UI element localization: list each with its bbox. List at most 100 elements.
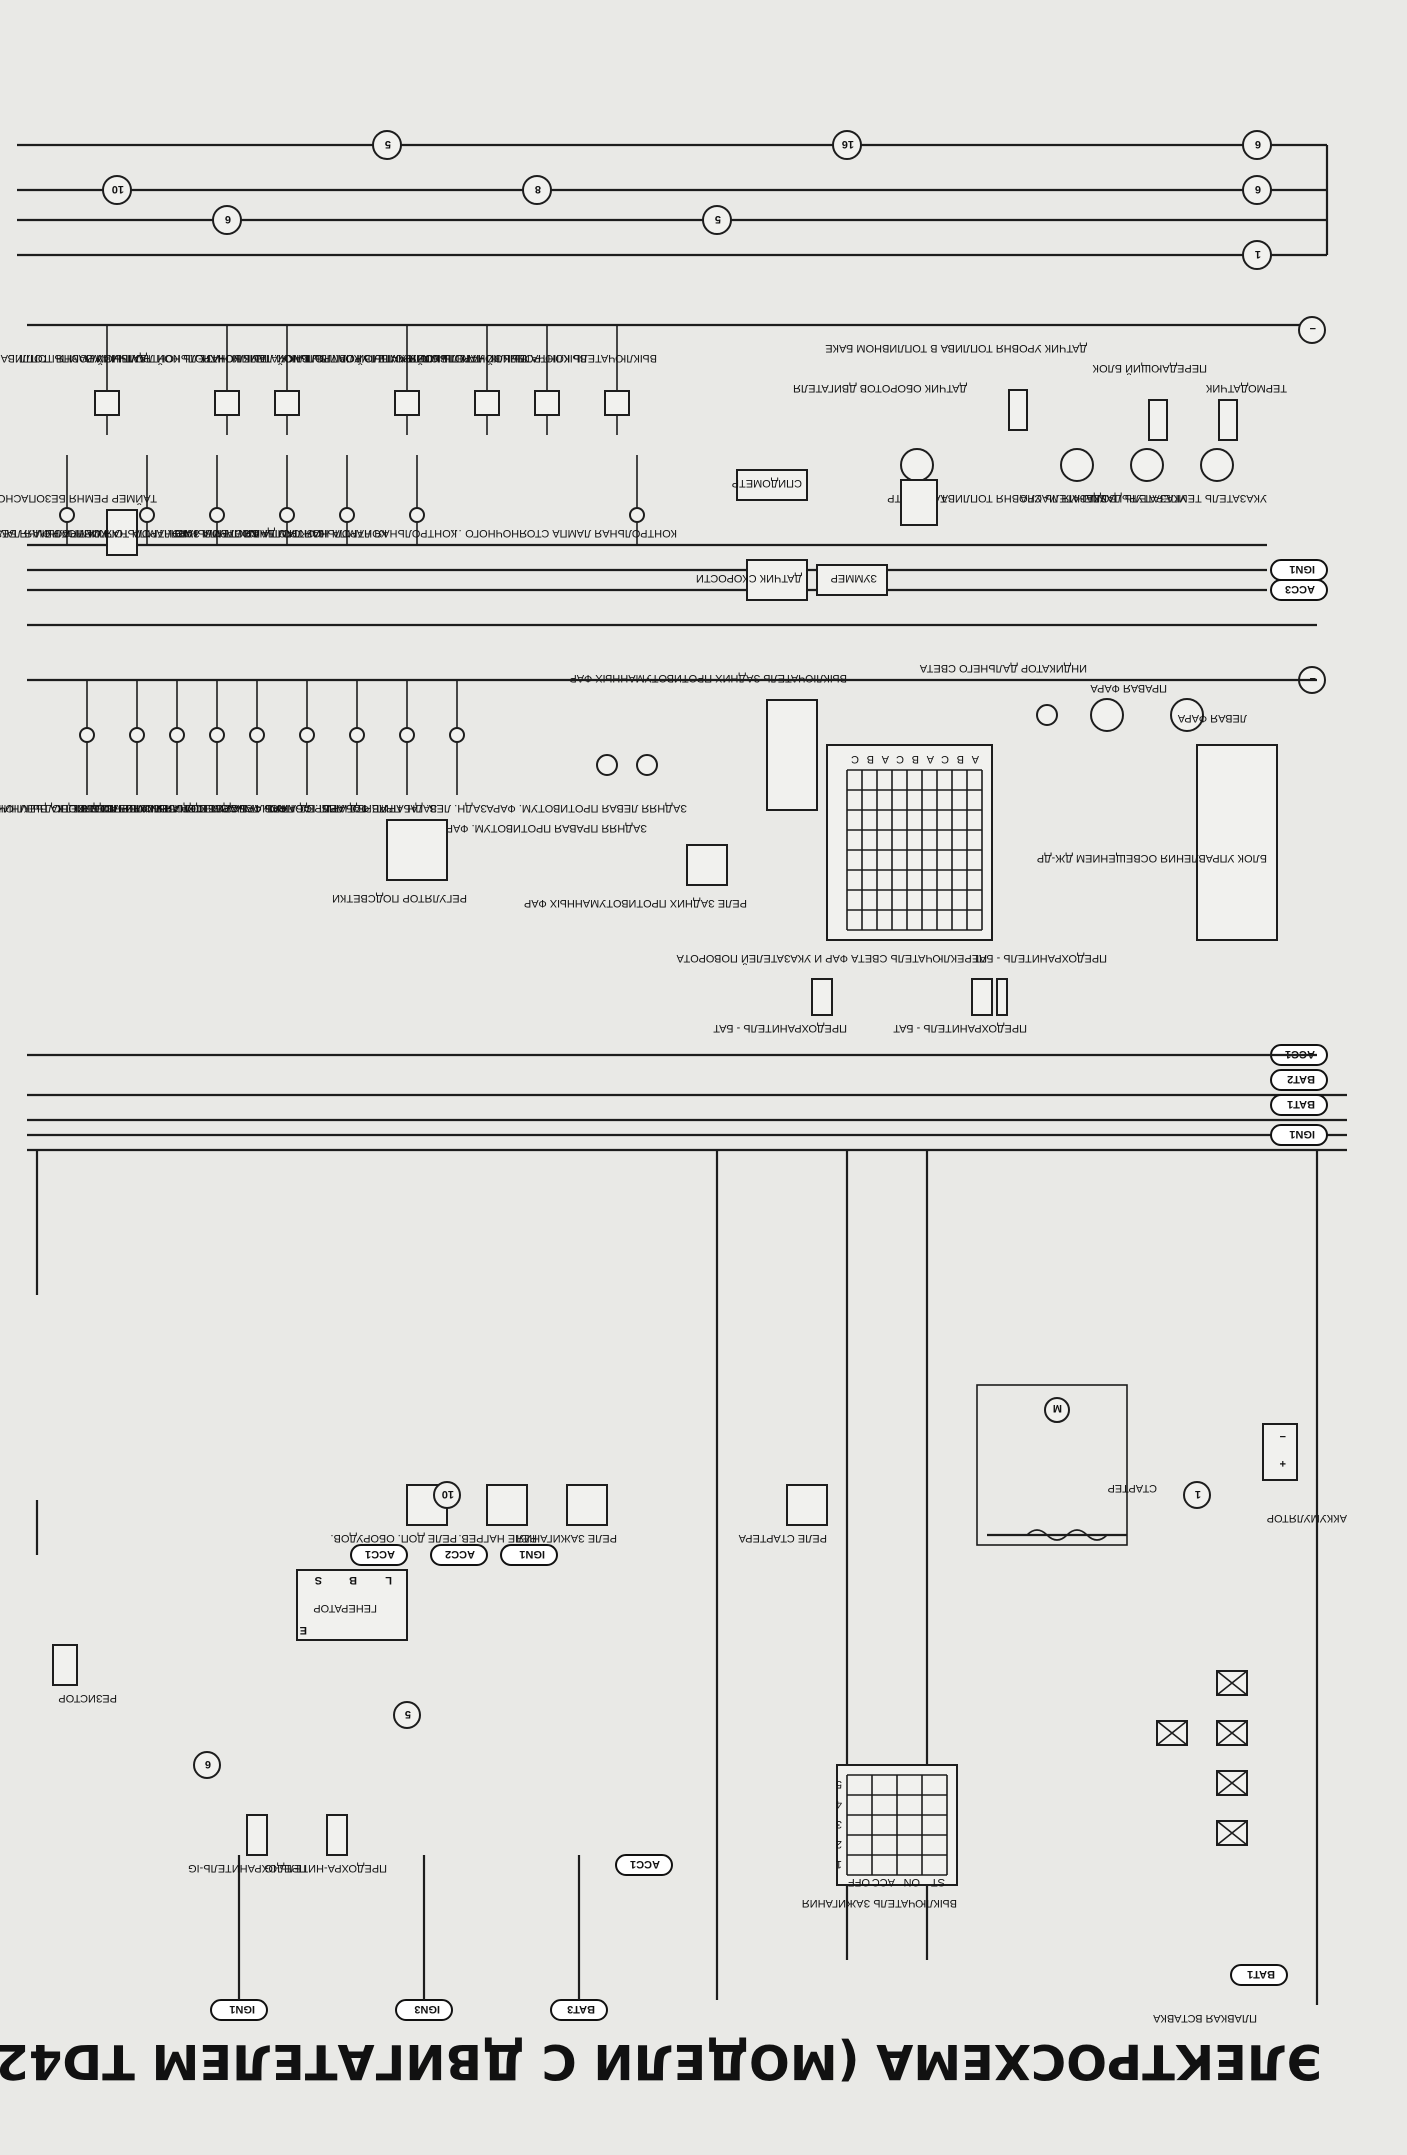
svg-text:РЕЛЕ ЗАЖИГАНИЯ: РЕЛЕ ЗАЖИГАНИЯ (516, 1532, 617, 1544)
svg-text:ЗАДНЯЯ ПРАВАЯ ПРОТИВОТУМ. ФАРА: ЗАДНЯЯ ПРАВАЯ ПРОТИВОТУМ. ФАРА (438, 822, 647, 834)
speedometer: СПИДОМЕТР (732, 469, 808, 501)
svg-text:КОНТРОЛЬНАЯ ЛАМПА СИСТЕМЫ ЗАРЯ: КОНТРОЛЬНАЯ ЛАМПА СИСТЕМЫ ЗАРЯ… (160, 527, 387, 539)
seat-belt-timer: ТАЙМЕР РЕМНЯ БЕЗОПАСНОСТИ (0, 492, 157, 556)
warning-lamp-0: КОНТРОЛЬНАЯ ЛАМПА УРОВНЯ ТОПЛИ… (0, 455, 107, 545)
svg-text:E: E (300, 1624, 307, 1636)
svg-text:ПЕРЕКЛЮЧАТЕЛЬ СВЕТА ФАР И УКАЗ: ПЕРЕКЛЮЧАТЕЛЬ СВЕТА ФАР И УКАЗАТЕЛЕЙ ПОВ… (676, 952, 987, 965)
svg-text:УКАЗАТЕЛЬ УРОВНЯ ТОПЛИВА: УКАЗАТЕЛЬ УРОВНЯ ТОПЛИВА (940, 492, 1107, 504)
svg-text:+: + (1280, 1457, 1286, 1469)
node-16-1: 16 (832, 130, 862, 160)
warning-lamps: КОНТРОЛЬНАЯ ЛАМПА УРОВНЯ ТОПЛИ…КОНТРОЛЬН… (0, 455, 677, 545)
svg-text:РЕЛЕ СТАРТЕРА: РЕЛЕ СТАРТЕРА (738, 1532, 827, 1544)
svg-text:ЗАДН. ПРАВ. ГАБАРИТ. ФОНАРЬ: ЗАДН. ПРАВ. ГАБАРИТ. ФОНАРЬ (265, 802, 437, 814)
svg-text:ВЫКЛЮЧ. СТЕКЛОПОДЪЕМНИКА ПЕР…: ВЫКЛЮЧ. СТЕКЛОПОДЪЕМНИКА ПЕР… (0, 802, 167, 814)
illum-lamp-6: ПЕРЕД. ЛЕВ. ГАБАРИТ. ФОНАРЬ (215, 680, 387, 814)
node-label: 16 (842, 138, 854, 150)
illum-lamp-5: ПЕРЕД. ПРАВ. ГАБАРИТ. ФОНАРЬ (158, 680, 337, 814)
svg-text:ВЫКЛЮЧАТЕЛЬ КОНТРОЛЬНОЙ ЛАМПЫ: ВЫКЛЮЧАТЕЛЬ КОНТРОЛЬНОЙ ЛАМПЫ ТОПЛ… (8, 352, 267, 365)
fuse-bat-b: ПРЕДОХРАНИТЕЛЬ - БАТ (713, 978, 847, 1034)
node-6-5: 6 (1242, 175, 1272, 205)
ground-symbol-top: − (1298, 316, 1326, 344)
svg-text:РЕГУЛЯТОР ПОДСВЕТКИ: РЕГУЛЯТОР ПОДСВЕТКИ (332, 892, 467, 904)
node-label: 6 (1255, 138, 1261, 150)
svg-text:2: 2 (836, 1838, 842, 1850)
svg-text:КОНТРОЛЬНАЯ ЛАМПА НИЗКОГО ДАВЛ: КОНТРОЛЬНАЯ ЛАМПА НИЗКОГО ДАВЛ… (235, 527, 457, 539)
svg-text:РЕЛЕ ЗАДНИХ ПРОТИВОТУМАННЫХ ФА: РЕЛЕ ЗАДНИХ ПРОТИВОТУМАННЫХ ФАР (524, 897, 747, 909)
svg-text:L: L (385, 1574, 392, 1586)
ignition-relay: РЕЛЕ ЗАЖИГАНИЯ (516, 1484, 617, 1544)
svg-text:IGN1: IGN1 (1289, 563, 1315, 575)
left-headlamp: ЛЕВАЯ ФАРА (1170, 698, 1247, 732)
svg-text:РЕЛЕ ДОП. ОБОРУДОВ.: РЕЛЕ ДОП. ОБОРУДОВ. (330, 1532, 457, 1544)
rear-fog-relay: РЕЛЕ ЗАДНИХ ПРОТИВОТУМАННЫХ ФАР (524, 844, 747, 909)
svg-text:B: B (867, 753, 874, 765)
rear-fog-switch: ВЫКЛЮЧАТЕЛЬ ЗАДНИХ ПРОТИВОТУМАННЫХ ФАР (569, 672, 847, 811)
tag-bat2-bus: BAT2 (1270, 1069, 1328, 1091)
fuse-bat-a: ПРЕДОХРАНИТЕЛЬ - БАТ (893, 978, 1027, 1034)
svg-text:ПЕРЕД. ЛЕВ. ГАБАРИТ. ФОНАРЬ: ПЕРЕД. ЛЕВ. ГАБАРИТ. ФОНАРЬ (215, 802, 387, 814)
dimmer-regulator: РЕГУЛЯТОР ПОДСВЕТКИ (332, 819, 467, 904)
svg-text:ПРЕДОХРАНИТЕЛЬ - БАТ: ПРЕДОХРАНИТЕЛЬ - БАТ (973, 952, 1107, 964)
tag-acc3: ACC3 (1270, 579, 1328, 601)
svg-text:B: B (957, 753, 964, 765)
right-headlamp: ПРАВАЯ ФАРА (1090, 682, 1167, 732)
svg-text:C: C (941, 753, 949, 765)
node-10-bottom: 10 (433, 1481, 461, 1509)
node-8-4: 8 (522, 175, 552, 205)
svg-text:ВЫКЛЮЧАТЕЛЬ ЗАДНИХ ПРОТИВОТУМА: ВЫКЛЮЧАТЕЛЬ ЗАДНИХ ПРОТИВОТУМАННЫХ ФАР (569, 672, 847, 684)
thermo-sensor: ТЕРМОДАТЧИК (1205, 382, 1287, 441)
svg-text:ЗУММЕР: ЗУММЕР (830, 572, 877, 584)
svg-text:КОНТРОЛЬНАЯ ЛАМПА ТОПЛИВНОГО Ф: КОНТРОЛЬНАЯ ЛАМПА ТОПЛИВНОГО Ф… (31, 527, 257, 539)
svg-text:ДАТЧИК УРОВНЯ ТОПЛИВА В ТОПЛИВ: ДАТЧИК УРОВНЯ ТОПЛИВА В ТОПЛИВНОМ БАКЕ (825, 342, 1087, 354)
svg-text:ЗАДН. ЛЕВ. ГАБАРИТ. ФОНАРЬ: ЗАДН. ЛЕВ. ГАБАРИТ. ФОНАРЬ (323, 802, 487, 814)
warning-lamp-5: КОНТРОЛЬНАЯ ЛАМПА НИЗКОГО ДАВЛ… (235, 455, 457, 545)
warning-switch-6: ВЫКЛЮЧАТЕЛЬ КОНТРОЛЬНОЙ ЛАМПЫ СТОЯ… (398, 325, 657, 435)
starter-motor: M СТАРТЕР (976, 1384, 1157, 1546)
svg-text:A: A (881, 753, 889, 765)
svg-text:1: 1 (836, 1858, 842, 1870)
illum-lamp-3: ПОДСВЕТКА ПРИКУРИВАТЕЛЯ (83, 680, 247, 814)
svg-text:A: A (926, 753, 934, 765)
svg-text:ПРЕДОХРАНИТЕЛЬ - БАТ: ПРЕДОХРАНИТЕЛЬ - БАТ (713, 1022, 847, 1034)
warning-switch-1: ВЫКЛЮЧАТЕЛЬ КОНТРОЛЬНОЙ ЛАМПЫ ТОПЛ… (8, 325, 267, 435)
svg-text:ГЕНЕРАТОР: ГЕНЕРАТОР (313, 1602, 377, 1614)
illum-lamp-1: ВЫКЛЮЧ. СТЕКЛОПОДЪЕМНИКА ПЕР… (0, 680, 167, 814)
svg-text:ACC2: ACC2 (445, 1548, 475, 1560)
svg-text:УКАЗАТЕЛЬ ДАВЛЕНИЯ МАСЛА: УКАЗАТЕЛЬ ДАВЛЕНИЯ МАСЛА (1019, 492, 1187, 504)
svg-text:IGN1: IGN1 (229, 2003, 255, 2015)
battery: + − АККУМУЛЯТОР (1262, 1423, 1347, 1524)
svg-text:ПОДСВЕТКА ПРИКУРИВАТЕЛЯ: ПОДСВЕТКА ПРИКУРИВАТЕЛЯ (83, 802, 247, 814)
node-label: 6 (225, 213, 231, 225)
svg-text:ПОДСВЕТКА ВЫКЛЮЧАТЕЛЯ БЛОКИР…: ПОДСВЕТКА ВЫКЛЮЧАТЕЛЯ БЛОКИР… (0, 802, 117, 814)
temperature-gauge: УКАЗАТЕЛЬ ТЕМПЕРАТУРЫ ВОДЫ (1084, 448, 1267, 504)
svg-text:ВЫКЛЮЧАТЕЛЬ КОНТРОЛЬНОЙ ЛАМПЫ: ВЫКЛЮЧАТЕЛЬ КОНТРОЛЬНОЙ ЛАМПЫ СТОЯ… (398, 352, 657, 365)
fusible-links: ПЛАВКАЯ ВСТАВКА (1152, 1670, 1257, 2024)
tag-acc1-bottom: ACC1 (615, 1854, 673, 1876)
svg-text:C: C (896, 753, 904, 765)
svg-text:B: B (349, 1574, 357, 1586)
tag-ign1-bus: IGN1 (1270, 1124, 1328, 1146)
svg-text:КОНТРОЛЬНАЯ ЛАМПА РЕМНЯ БЕЗОПА: КОНТРОЛЬНАЯ ЛАМПА РЕМНЯ БЕЗОПА… (0, 527, 187, 539)
node-6-6: 6 (212, 205, 242, 235)
svg-text:BAT1: BAT1 (1287, 1098, 1315, 1110)
svg-text:ON: ON (903, 1876, 920, 1888)
svg-text:БЛОК УПРАВЛЕНИЯ ОСВЕЩЕНИЕМ ДЖ-: БЛОК УПРАВЛЕНИЯ ОСВЕЩЕНИЕМ ДЖ-ДР (1037, 852, 1267, 864)
resistor: РЕЗИСТОР (52, 1644, 117, 1704)
heater-relay: РЕЛЕ НАГРЕВ. (458, 1484, 537, 1544)
fuel-gauge: УКАЗАТЕЛЬ УРОВНЯ ТОПЛИВА (940, 448, 1107, 504)
warning-switch-3: ВЫКЛЮЧАТЕЛЬ КОНТРОЛЬНОЙ ЛАМПЫ НИЗК… (189, 325, 447, 435)
lighting-section: ПРЕДОХРАНИТЕЛЬ - БАТ ПРЕДОХРАНИТЕЛЬ - БА… (0, 623, 1326, 1057)
node-label: 8 (535, 183, 541, 195)
svg-text:ACC1: ACC1 (365, 1548, 395, 1560)
rear-fog-lamps: ЗАДНЯЯ ЛЕВАЯ ПРОТИВОТУМ. ФАРА ЗАДНЯЯ ПРА… (438, 754, 687, 834)
svg-text:6: 6 (205, 1758, 211, 1770)
illum-lamp-0: ПОДСВЕТКА ВЫКЛЮЧАТЕЛЯ БЛОКИР… (0, 680, 117, 814)
svg-text:АККУМУЛЯТОР: АККУМУЛЯТОР (1267, 1512, 1347, 1524)
illum-lamp-7: ЗАДН. ПРАВ. ГАБАРИТ. ФОНАРЬ (265, 680, 437, 814)
svg-text:ACC: ACC (872, 1876, 895, 1888)
node-5-7: 5 (702, 205, 732, 235)
